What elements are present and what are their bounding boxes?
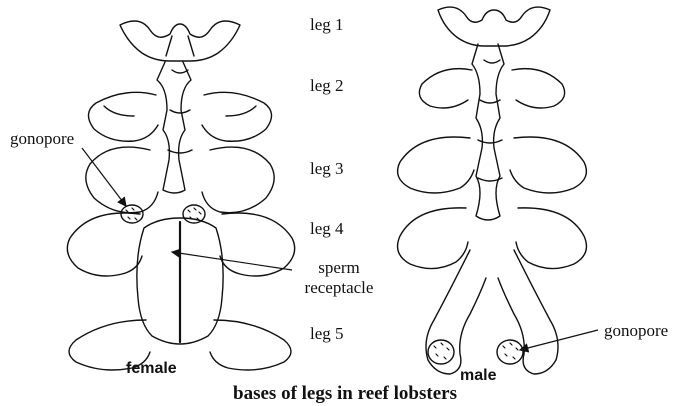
male-gonopore-arrow <box>520 330 598 350</box>
figure-caption: bases of legs in reef lobsters <box>0 384 690 403</box>
male-leg1-base <box>438 7 550 46</box>
female-leg5-right <box>210 320 291 370</box>
female-gonopore-label: gonopore <box>10 130 74 147</box>
male-gonopore-label: gonopore <box>604 322 668 339</box>
male-leg3-right <box>510 137 586 193</box>
female-leg3-right <box>202 147 274 213</box>
female-label: female <box>126 361 177 377</box>
male-leg4-right <box>516 208 586 269</box>
leg-3-label: leg 3 <box>310 160 344 177</box>
leg-4-label: leg 4 <box>310 220 344 237</box>
male-leg2-right <box>512 69 565 108</box>
male-specimen <box>398 7 587 374</box>
female-sternum <box>157 62 191 193</box>
male-label: male <box>460 368 496 384</box>
sperm-receptacle-arrow <box>172 252 292 270</box>
female-leg2-right <box>202 92 272 141</box>
male-sternum <box>472 44 504 220</box>
female-leg3-left <box>86 147 158 213</box>
male-leg3-left <box>398 137 474 193</box>
male-leg4-left <box>398 208 468 269</box>
female-specimen <box>67 21 294 370</box>
female-leg2-left <box>88 92 158 141</box>
sperm-receptacle-label-line1: sperm <box>294 259 384 276</box>
leg-5-label: leg 5 <box>310 325 344 342</box>
leg-1-label: leg 1 <box>310 16 344 33</box>
male-leg2-left <box>419 69 472 108</box>
female-leg1-base <box>120 21 240 61</box>
female-leg4-right <box>220 213 295 276</box>
female-gonopore-arrow <box>82 148 126 206</box>
leg-2-label: leg 2 <box>310 77 344 94</box>
sperm-receptacle-label-line2: receptacle <box>284 279 394 296</box>
